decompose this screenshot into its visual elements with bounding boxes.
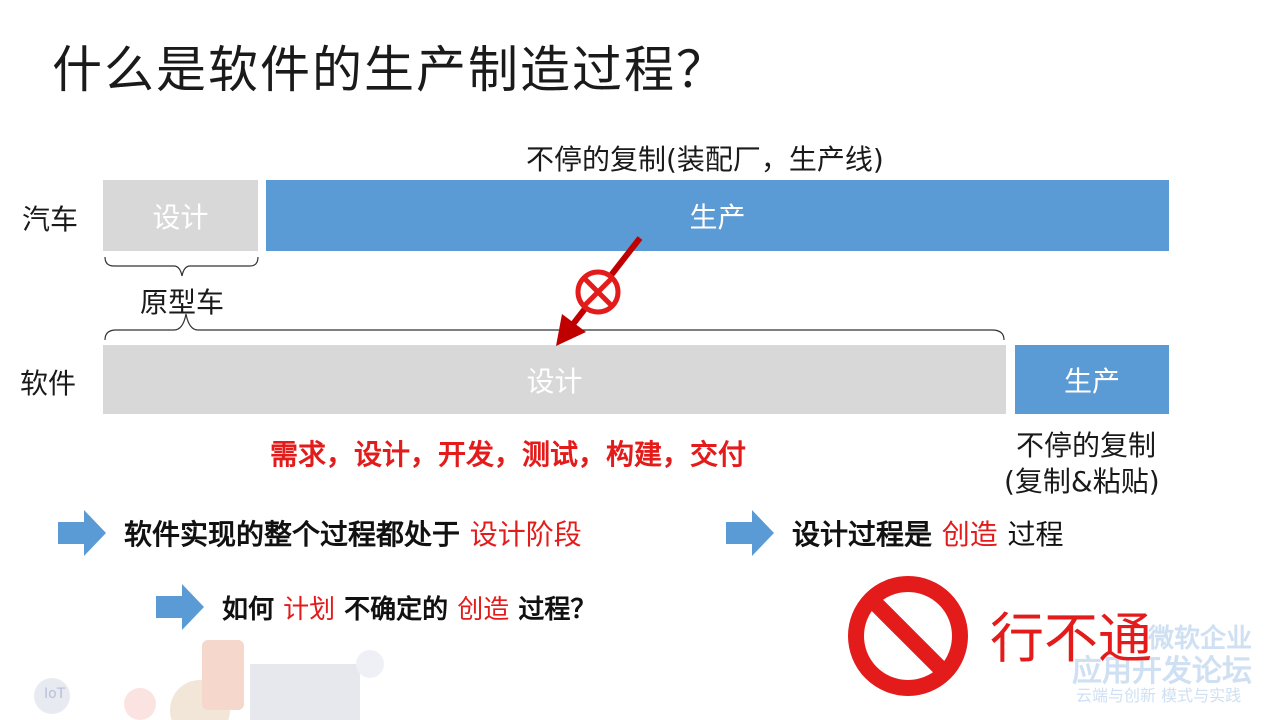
software-steps: 需求，设计，开发，测试，构建，交付 bbox=[270, 438, 747, 471]
prohibited-small-icon bbox=[575, 269, 621, 315]
page-title: 什么是软件的生产制造过程？ bbox=[52, 41, 728, 99]
top-caption: 不停的复制(装配厂，生产线) bbox=[526, 143, 884, 176]
decorative-tech-graphic bbox=[34, 640, 384, 720]
software-label: 软件 bbox=[20, 367, 77, 400]
prototype-label: 原型车 bbox=[140, 286, 225, 319]
watermark-line3: 云端与创新 模式与实践 bbox=[1076, 686, 1242, 705]
software-design-box: 设计 bbox=[103, 345, 1006, 414]
bullet-3-red2: 创造 bbox=[457, 594, 510, 625]
arrow-right-icon bbox=[156, 584, 204, 630]
car-design-box: 设计 bbox=[103, 180, 258, 251]
blocked-arrow bbox=[556, 236, 643, 346]
bullet-1: 软件实现的整个过程都处于 设计阶段 bbox=[58, 510, 582, 556]
prototype-brace bbox=[104, 256, 259, 277]
software-brace bbox=[104, 313, 1005, 341]
not-work-text: 行不通 bbox=[990, 607, 1152, 670]
software-production-box: 生产 bbox=[1015, 345, 1169, 414]
bullet-1-text: 软件实现的整个过程都处于 bbox=[124, 518, 461, 551]
bullet-2-text: 设计过程是 bbox=[792, 518, 933, 551]
software-design-text: 设计 bbox=[526, 364, 583, 398]
bullet-3: 如何 计划 不确定的 创造 过程？ bbox=[156, 584, 596, 630]
bullet-3-pre: 如何 bbox=[222, 594, 275, 625]
watermark-line2: 应用开发论坛 bbox=[1072, 654, 1252, 689]
bullet-1-highlight: 设计阶段 bbox=[469, 518, 582, 551]
car-label: 汽车 bbox=[22, 203, 79, 236]
bullet-3-red1: 计划 bbox=[283, 594, 336, 625]
iot-watermark: IoT bbox=[44, 686, 66, 702]
bullet-3-mid: 不确定的 bbox=[344, 594, 449, 625]
arrow-right-icon bbox=[58, 510, 106, 556]
bullet-2-highlight: 创造 bbox=[941, 518, 998, 551]
software-production-text: 生产 bbox=[1063, 364, 1120, 398]
prohibited-icon bbox=[848, 576, 968, 696]
arrow-right-icon bbox=[726, 510, 774, 556]
car-production-box: 生产 bbox=[266, 180, 1169, 251]
watermark-line1: 微软企业 bbox=[1148, 624, 1253, 654]
bullet-2: 设计过程是 创造 过程 bbox=[726, 510, 1064, 556]
bullet-2-tail: 过程 bbox=[1007, 518, 1064, 551]
copy-line1: 不停的复制 bbox=[1016, 429, 1157, 462]
car-design-text: 设计 bbox=[152, 200, 209, 234]
bullet-3-tail: 过程？ bbox=[518, 594, 597, 625]
car-production-text: 生产 bbox=[689, 200, 746, 234]
copy-line2: (复制&粘贴) bbox=[1004, 465, 1160, 498]
